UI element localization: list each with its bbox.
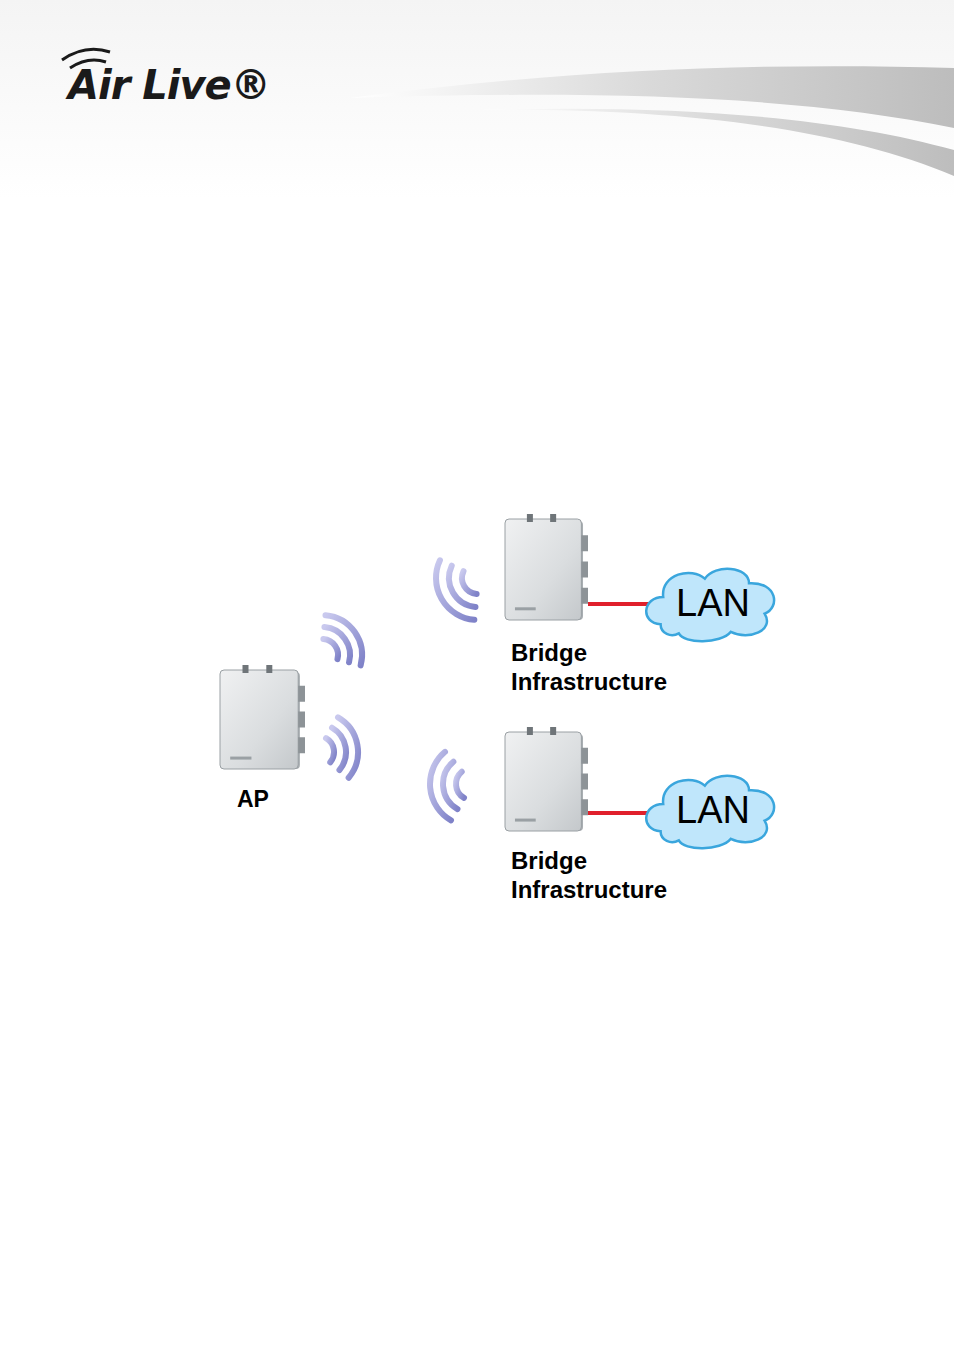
device-label: Bridge Infrastructure — [511, 639, 721, 697]
header-swoosh — [480, 109, 954, 176]
wave-arc — [338, 717, 358, 777]
wave-arc — [430, 752, 451, 821]
wireless-waves — [323, 560, 476, 820]
network-label: LAN — [670, 791, 750, 829]
device-unit: Bridge Infrastructure — [505, 730, 588, 833]
wave-arc — [462, 571, 477, 594]
wave-arc — [332, 728, 346, 770]
device-unit: Bridge Infrastructure — [505, 517, 588, 622]
header-band — [0, 0, 954, 198]
wave-arc — [325, 615, 362, 665]
wave-arc — [326, 738, 334, 762]
wave-arc — [456, 772, 464, 798]
lan-cloud: LAN — [645, 772, 775, 848]
network-label: LAN — [670, 584, 750, 622]
wave-arc — [436, 560, 474, 620]
ethernet-cable — [588, 602, 649, 606]
device-housing — [220, 668, 305, 771]
header-swoosh — [350, 66, 954, 128]
wave-arc — [449, 566, 475, 607]
device-housing — [505, 730, 588, 833]
device-label: Bridge Infrastructure — [511, 847, 721, 905]
device-housing — [505, 517, 588, 622]
lan-cloud: LAN — [645, 565, 775, 641]
brand-logo: Air Live® — [68, 62, 270, 108]
ethernet-cable — [588, 811, 649, 815]
wave-arc — [323, 639, 338, 659]
wave-arc — [324, 627, 350, 662]
device-label: AP — [237, 786, 317, 814]
wave-arc — [443, 762, 458, 809]
device-unit: AP — [220, 668, 305, 771]
